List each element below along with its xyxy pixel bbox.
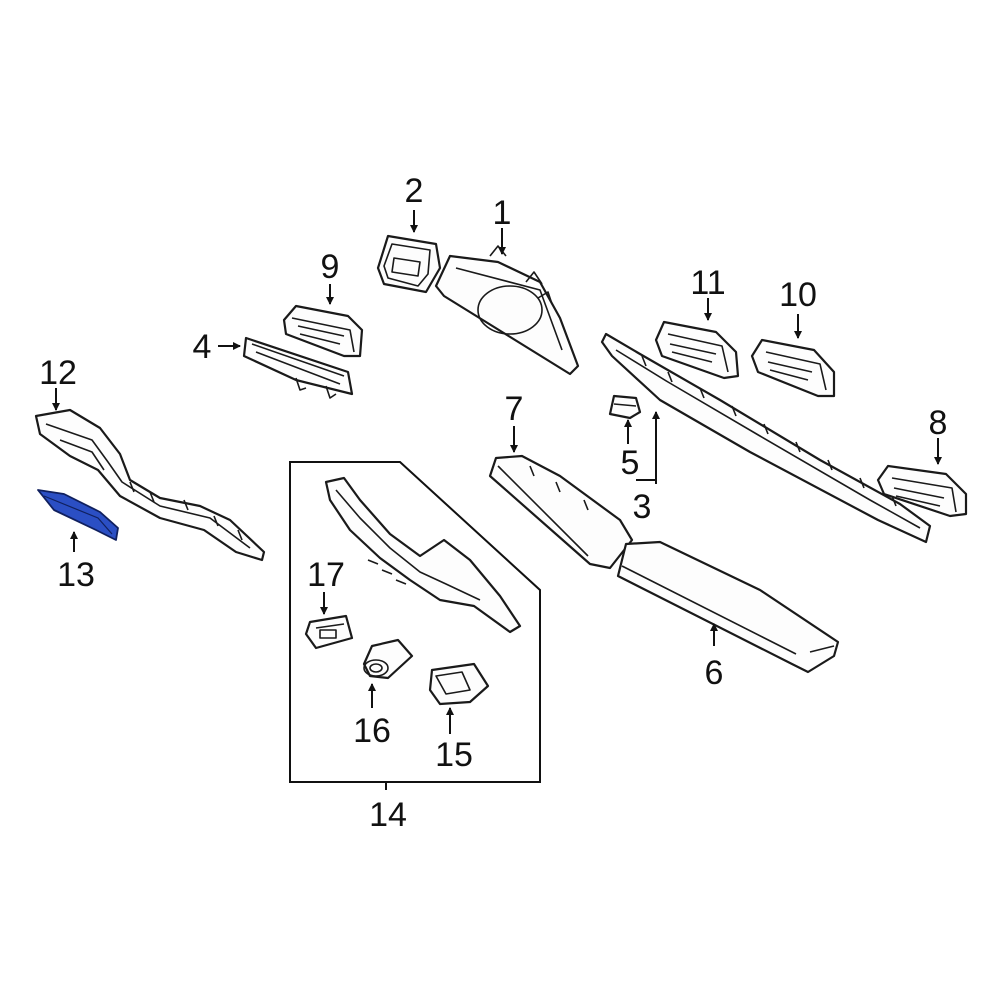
part-17-usb-port[interactable]	[304, 614, 354, 650]
callout-5: 5	[621, 444, 640, 482]
part-5-switch[interactable]	[608, 394, 642, 420]
part-7-lower-trim[interactable]	[488, 454, 634, 570]
part-2-bezel[interactable]	[376, 234, 442, 294]
part-1-cluster-housing[interactable]	[434, 245, 580, 376]
callout-11: 11	[690, 264, 725, 302]
callout-6: 6	[705, 654, 724, 692]
part-9-vent[interactable]	[282, 304, 364, 358]
callout-16: 16	[353, 712, 391, 750]
callout-12: 12	[39, 354, 77, 392]
callout-15: 15	[435, 736, 473, 774]
callout-1: 1	[493, 194, 512, 232]
part-4-vent-bracket[interactable]	[242, 336, 354, 399]
part-6-trim-strip[interactable]	[616, 540, 840, 674]
callout-2: 2	[405, 172, 424, 210]
callout-labels: 2 1 9 4 11 10 12 13 7 5 8 3 6 17 16 15 1…	[39, 172, 947, 834]
callout-7: 7	[505, 390, 524, 428]
callout-13: 13	[57, 556, 95, 594]
part-15-outlet-socket[interactable]	[428, 662, 490, 706]
part-8-right-vent[interactable]	[876, 464, 968, 518]
callout-17: 17	[307, 556, 345, 594]
callout-3: 3	[633, 488, 652, 526]
part-12-left-dash-trim[interactable]	[34, 408, 266, 562]
part-10-center-vent[interactable]	[750, 338, 836, 398]
part-14-console-bracket[interactable]	[324, 476, 522, 634]
callout-14: 14	[369, 796, 407, 834]
part-16-power-outlet[interactable]	[362, 638, 414, 680]
callout-10: 10	[779, 276, 817, 314]
callout-8: 8	[929, 404, 948, 442]
part-14-group-box	[289, 461, 541, 783]
part-13-cover-highlighted[interactable]	[37, 489, 119, 541]
callout-9: 9	[321, 248, 340, 286]
callout-4: 4	[193, 328, 212, 366]
part-3-center-trim-panel[interactable]	[600, 332, 932, 544]
part-11-center-vent[interactable]	[654, 320, 740, 380]
leader-lines	[52, 210, 942, 790]
